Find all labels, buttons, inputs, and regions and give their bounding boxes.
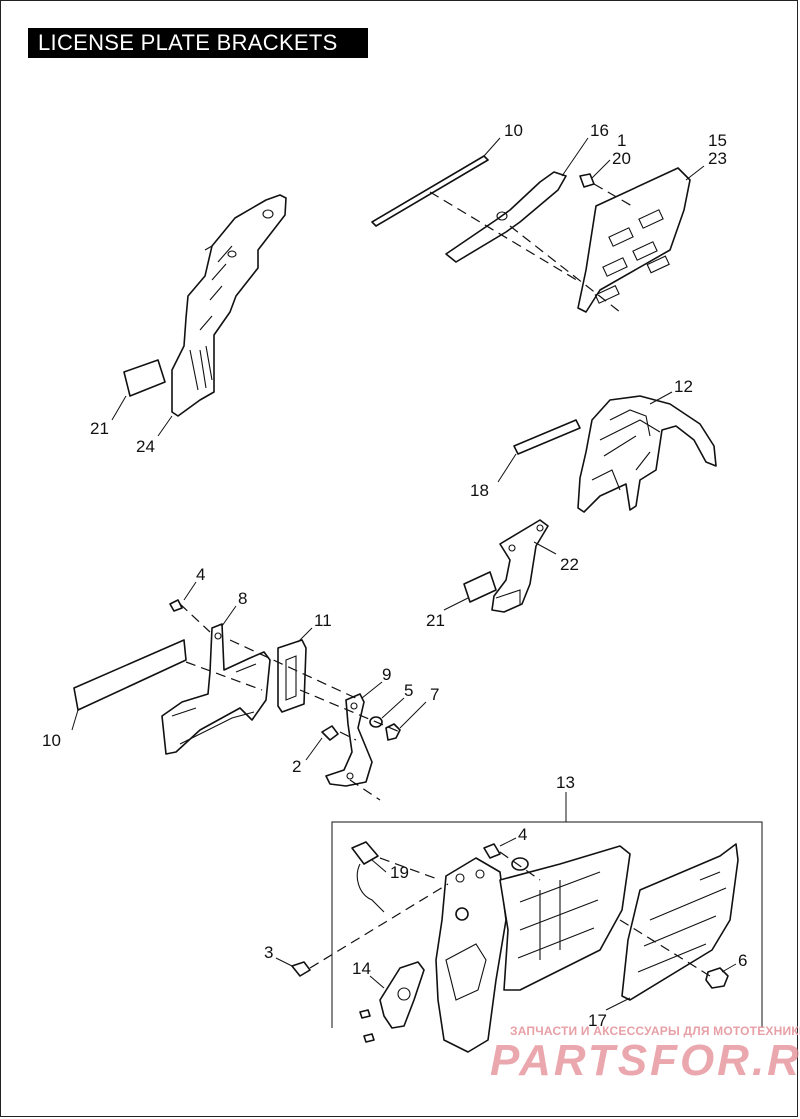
callout-16: 16	[590, 121, 609, 140]
pivot-16	[445, 171, 567, 263]
nut-7	[385, 723, 401, 741]
bolt-3	[291, 961, 311, 977]
kit-13-box	[331, 821, 763, 1028]
callout-labels: 10 16 1 15 20 23 21 24 12 18 22 21 4 8 1…	[42, 121, 747, 1030]
screw-2	[321, 725, 339, 741]
bracket-22	[491, 519, 549, 613]
callout-14: 14	[352, 959, 371, 978]
watermark-tagline: ЗАПЧАСТИ И АКСЕССУАРЫ ДЛЯ МОТОТЕХНИКИ	[510, 1024, 800, 1038]
callout-1: 1	[617, 131, 626, 150]
bracket-9	[325, 693, 373, 787]
callout-20: 20	[612, 149, 631, 168]
callout-4-lower: 4	[518, 825, 527, 844]
bolt-20	[579, 173, 595, 188]
callout-18: 18	[470, 481, 489, 500]
watermark-logo: PARTSFOR.RU	[490, 1036, 800, 1085]
reflector-strip-18	[513, 419, 581, 455]
bracket-8	[161, 623, 271, 755]
callout-24: 24	[136, 437, 155, 456]
callout-12: 12	[674, 377, 693, 396]
plate-17	[621, 843, 739, 1001]
callout-21-upper: 21	[90, 419, 109, 438]
callout-17: 17	[588, 1011, 607, 1030]
hinge-14	[359, 961, 425, 1043]
callout-23: 23	[708, 149, 727, 168]
plate-11	[277, 639, 307, 713]
callout-5: 5	[404, 681, 413, 700]
callout-6: 6	[738, 951, 747, 970]
connector-19	[351, 841, 385, 913]
callout-4-upper: 4	[196, 565, 205, 584]
callout-3: 3	[264, 943, 273, 962]
bolt-4-upper	[169, 599, 183, 612]
callout-21-lower: 21	[426, 611, 445, 630]
callout-19: 19	[390, 863, 409, 882]
plate-holder	[499, 845, 631, 991]
callout-8: 8	[238, 589, 247, 608]
plate-15	[577, 167, 691, 313]
leader-lines	[71, 137, 737, 1011]
rod-10-lower	[73, 639, 187, 711]
bolt-4-lower	[483, 843, 529, 871]
callout-11: 11	[314, 611, 332, 630]
rod-10-upper	[371, 155, 489, 227]
nut-6	[705, 967, 729, 989]
page-title: LICENSE PLATE BRACKETS	[28, 28, 368, 58]
fender-bracket-12	[577, 395, 717, 513]
callout-9: 9	[382, 665, 391, 684]
base-bracket	[435, 857, 507, 1053]
callout-15: 15	[708, 131, 727, 150]
reflector-21-upper	[123, 359, 166, 397]
reflector-21-lower	[463, 571, 497, 603]
callout-10-lower: 10	[42, 731, 61, 750]
bracket-24	[171, 194, 287, 417]
callout-2: 2	[292, 757, 301, 776]
callout-22: 22	[560, 555, 579, 574]
callout-7: 7	[430, 685, 439, 704]
callout-13: 13	[556, 773, 575, 792]
callout-10-upper: 10	[504, 121, 523, 140]
